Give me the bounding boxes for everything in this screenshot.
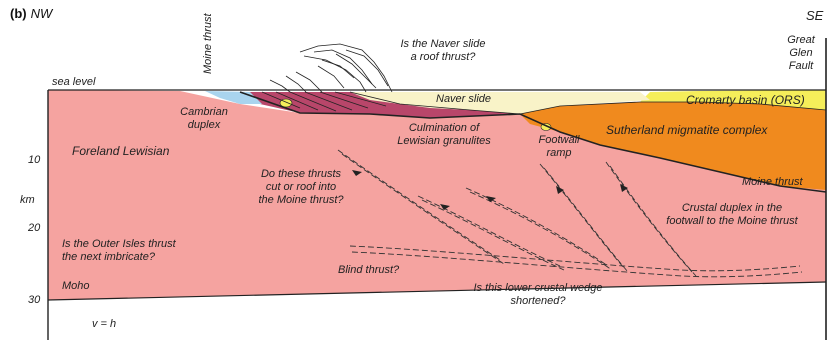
naver-question-line-1: Is the Naver slide: [378, 38, 508, 51]
great-glen-line-3: Fault: [776, 60, 826, 73]
depth-tick-30: 30: [28, 294, 40, 306]
moine-thrust-right-label: Moine thrust: [742, 176, 803, 189]
sea-level-label: sea level: [52, 76, 95, 89]
foreland-lewisian-label: Foreland Lewisian: [72, 145, 169, 158]
depth-tick-20: 20: [28, 222, 40, 234]
outer-isles-line-2: the next imbricate?: [62, 251, 176, 264]
question-thrusts-line-3: the Moine thrust?: [250, 194, 352, 207]
depth-tick-10: 10: [28, 154, 40, 166]
crustal-duplex-label: Crustal duplex in the footwall to the Mo…: [656, 202, 808, 228]
lower-crust-line-2: shortened?: [458, 295, 618, 308]
question-thrusts-line-1: Do these thrusts: [250, 168, 352, 181]
great-glen-line-2: Glen: [776, 47, 826, 60]
culmination-line-1: Culmination of: [380, 122, 508, 135]
cambrian-line-1: Cambrian: [170, 106, 238, 119]
culmination-line-2: Lewisian granulites: [380, 135, 508, 148]
lower-crust-label: Is this lower crustal wedge shortened?: [458, 282, 618, 308]
moine-thrust-top-label: Moine thrust: [202, 13, 215, 74]
question-thrusts-label: Do these thrusts cut or roof into the Mo…: [250, 168, 352, 207]
lower-crust-line-1: Is this lower crustal wedge: [458, 282, 618, 295]
depth-unit: km: [20, 194, 35, 206]
footwall-line-1: Footwall: [530, 134, 588, 147]
question-thrusts-line-2: cut or roof into: [250, 181, 352, 194]
blind-thrust-label: Blind thrust?: [338, 264, 399, 277]
culmination-label: Culmination of Lewisian granulites: [380, 122, 508, 148]
outer-isles-label: Is the Outer Isles thrust the next imbri…: [62, 238, 176, 264]
scale-ratio-label: v = h: [92, 318, 116, 331]
cambrian-duplex-label: Cambrian duplex: [170, 106, 238, 132]
naver-question: Is the Naver slide a roof thrust?: [378, 38, 508, 64]
naver-question-line-2: a roof thrust?: [378, 51, 508, 64]
orientation-nw: NW: [31, 6, 53, 21]
eroded-thrust-sheets: [270, 44, 392, 92]
great-glen-line-1: Great: [776, 34, 826, 47]
crustal-duplex-line-2: footwall to the Moine thrust: [656, 215, 808, 228]
naver-slide-label: Naver slide: [436, 93, 491, 106]
sutherland-label: Sutherland migmatite complex: [606, 124, 767, 137]
orientation-se: SE: [806, 9, 823, 22]
outer-isles-line-1: Is the Outer Isles thrust: [62, 238, 176, 251]
crustal-duplex-line-1: Crustal duplex in the: [656, 202, 808, 215]
panel-heading: (b) NW: [10, 6, 52, 21]
cromarty-label: Cromarty basin (ORS): [686, 94, 805, 107]
footwall-ramp-label: Footwall ramp: [530, 134, 588, 160]
great-glen-fault-label: Great Glen Fault: [776, 34, 826, 73]
panel-letter: (b): [10, 6, 27, 21]
moho-label: Moho: [62, 280, 90, 293]
cambrian-line-2: duplex: [170, 119, 238, 132]
footwall-line-2: ramp: [530, 147, 588, 160]
